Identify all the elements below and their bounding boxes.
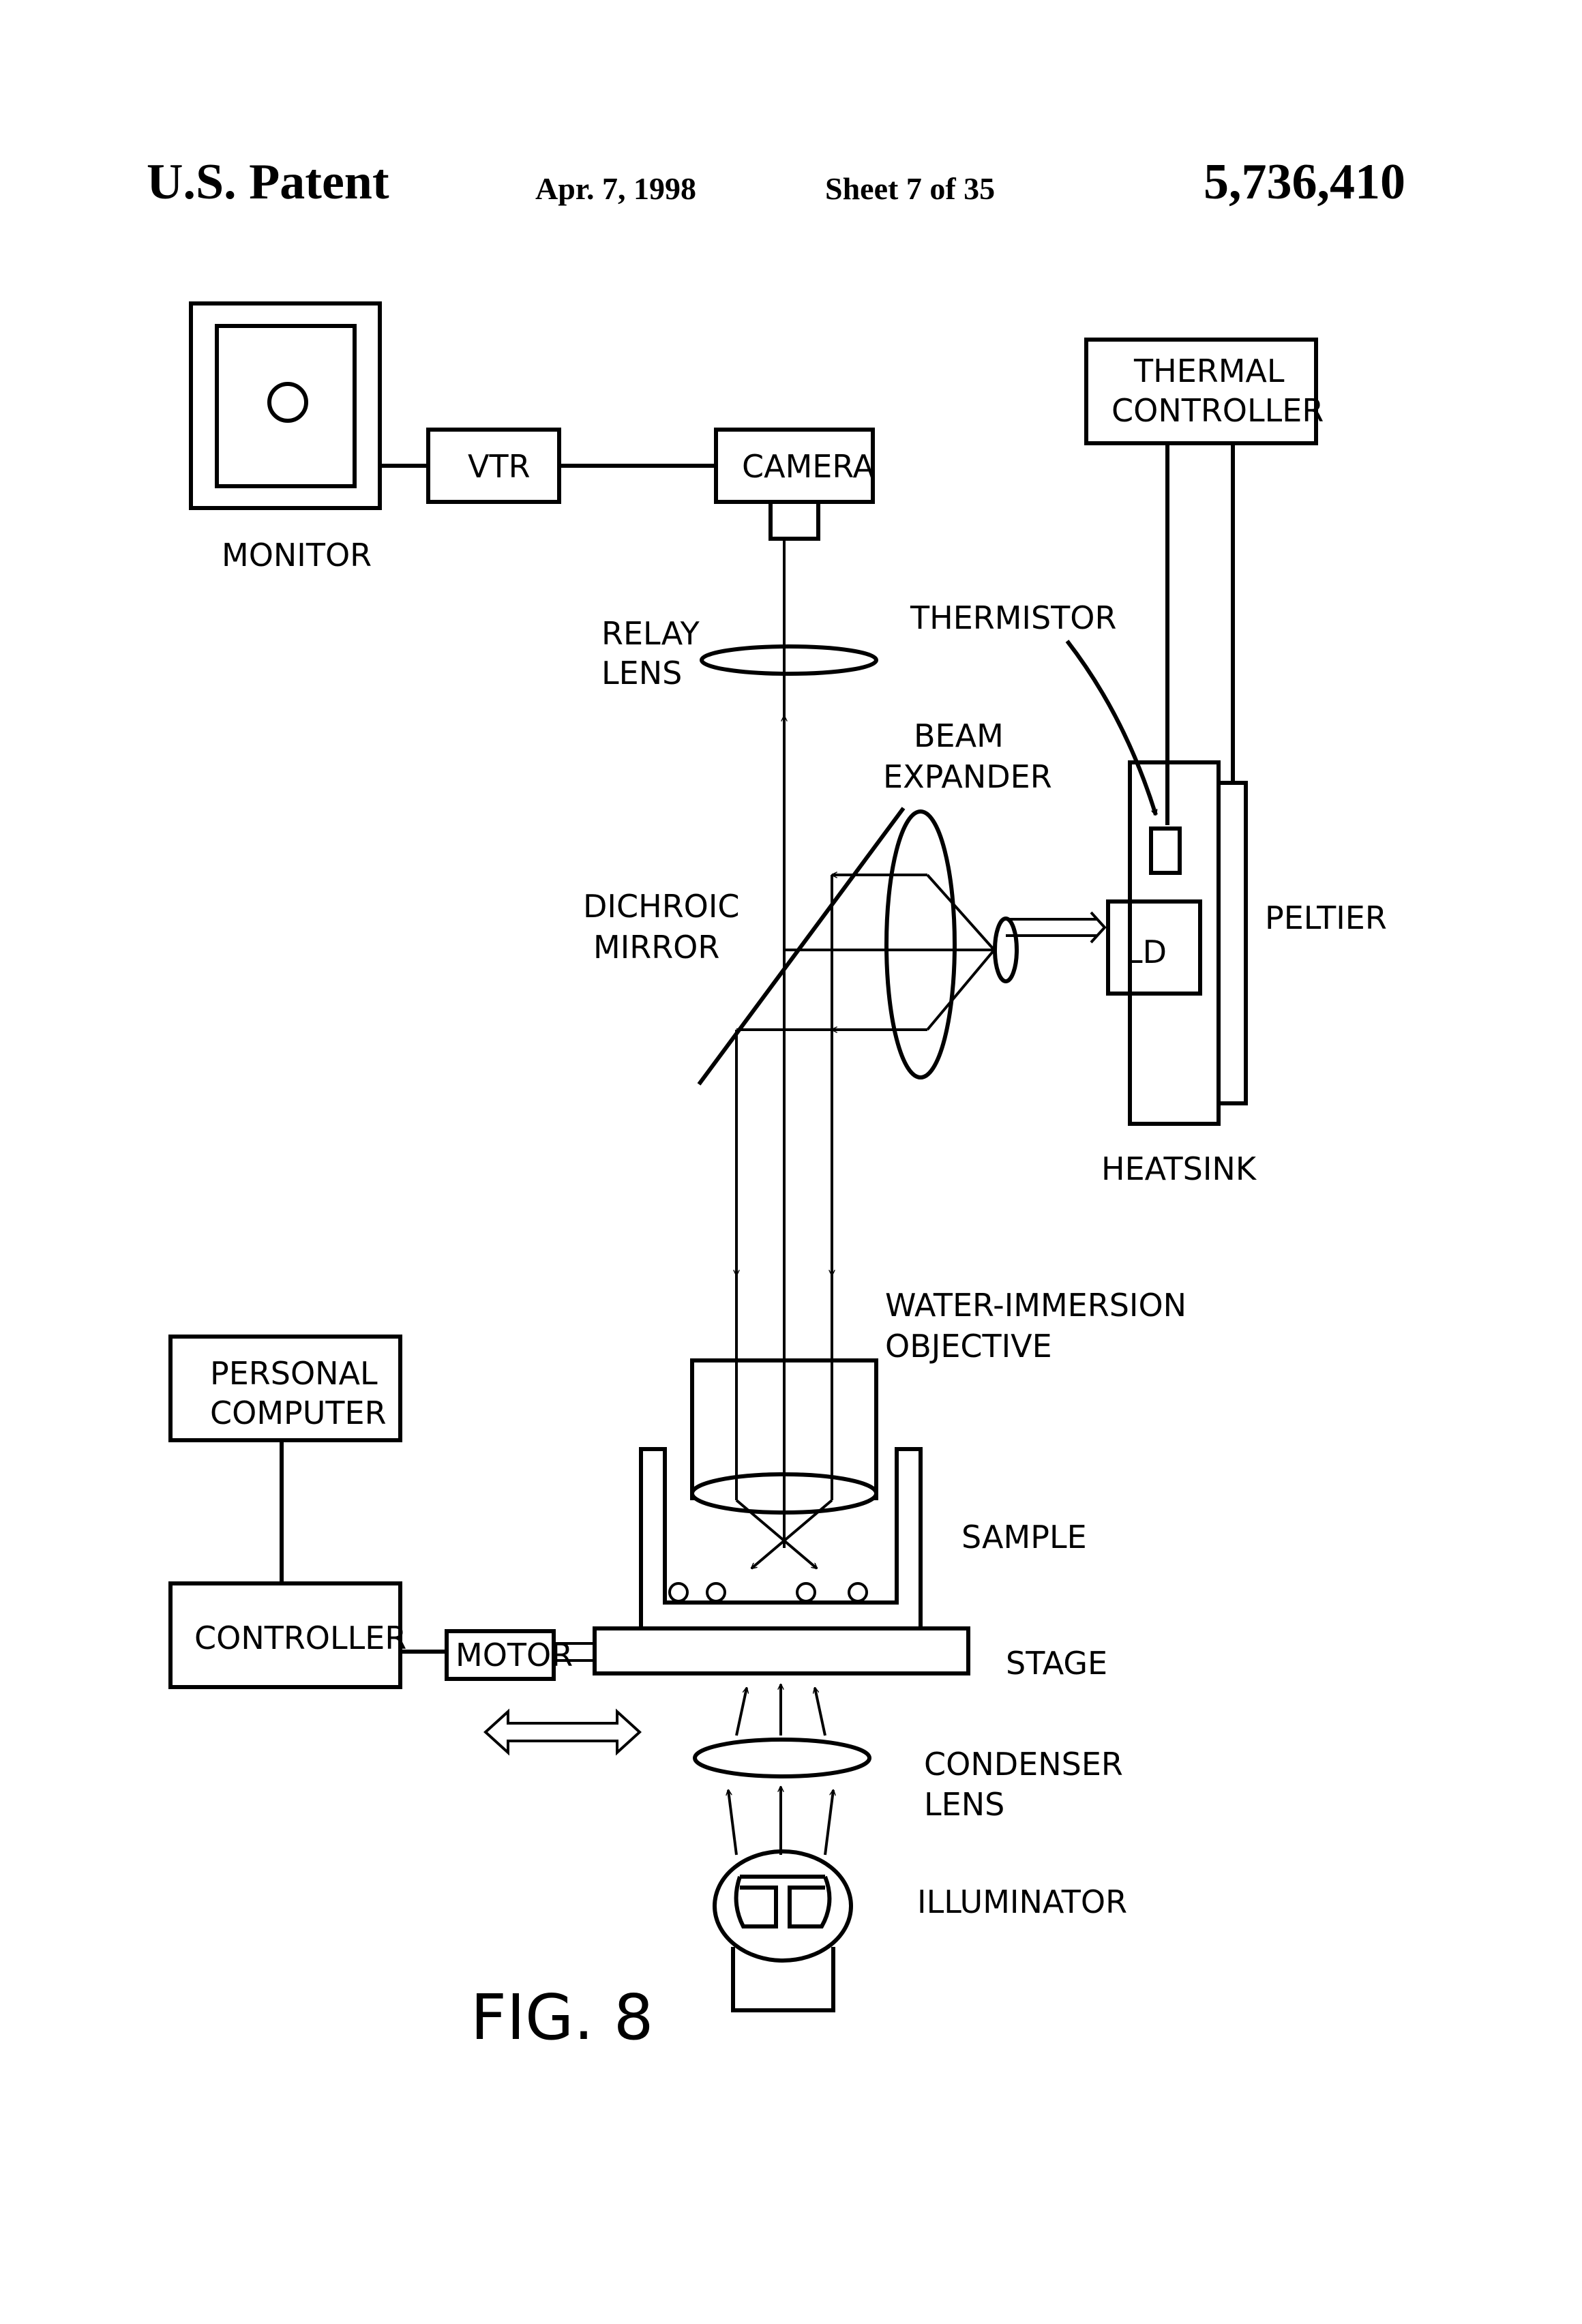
- camera-mount: [771, 502, 818, 539]
- monitor-label: MONITOR: [222, 537, 372, 573]
- controller-label: CONTROLLER: [194, 1620, 406, 1656]
- condenser-lens-label-1: CONDENSER: [924, 1746, 1123, 1783]
- monitor: [191, 303, 380, 508]
- beam-expander-label-2: EXPANDER: [883, 758, 1052, 795]
- vtr-label: VTR: [468, 448, 531, 485]
- stage: [595, 1628, 968, 1673]
- condenser-lens: [695, 1740, 869, 1776]
- figure-label: FIG. 8: [471, 1981, 653, 2054]
- peltier-plate: [1219, 783, 1246, 1103]
- thermal-controller-label-1: THERMAL: [1133, 353, 1285, 389]
- beam-expander-label-1: BEAM: [914, 717, 1004, 754]
- thermal-controller-label-2: CONTROLLER: [1111, 392, 1324, 429]
- ld-collimator-lens: [995, 919, 1017, 981]
- personal-computer-label-2: COMPUTER: [210, 1395, 387, 1431]
- monitor-screen-dot: [269, 384, 306, 421]
- dichroic-mirror-label-1: DICHROIC: [583, 888, 740, 925]
- stage-label: STAGE: [1006, 1645, 1107, 1682]
- personal-computer-label-1: PERSONAL: [210, 1355, 378, 1392]
- illuminator-label: ILLUMINATOR: [917, 1883, 1127, 1920]
- objective-label-2: OBJECTIVE: [885, 1328, 1052, 1365]
- thermistor-pointer: [1067, 641, 1156, 815]
- ld-label: LD: [1125, 934, 1167, 970]
- peltier-label: PELTIER: [1265, 899, 1387, 936]
- illuminator: [715, 1851, 851, 2010]
- heatsink-label: HEATSINK: [1101, 1150, 1257, 1187]
- relay-lens: [702, 646, 876, 674]
- relay-lens-label-1: RELAY: [601, 615, 700, 652]
- relay-lens-label-2: LENS: [601, 655, 682, 691]
- sample-label: SAMPLE: [961, 1519, 1087, 1555]
- condenser-lens-label-2: LENS: [924, 1786, 1004, 1823]
- dichroic-mirror: [699, 808, 904, 1084]
- objective-label-1: WATER-IMMERSION: [885, 1287, 1186, 1324]
- stage-motion-arrow: [486, 1712, 640, 1753]
- beam-expander-lens: [886, 811, 955, 1077]
- thermistor-label: THERMISTOR: [910, 599, 1116, 636]
- thermistor-element: [1151, 829, 1180, 873]
- dichroic-mirror-label-2: MIRROR: [593, 929, 719, 966]
- camera-label: CAMERA: [742, 448, 874, 485]
